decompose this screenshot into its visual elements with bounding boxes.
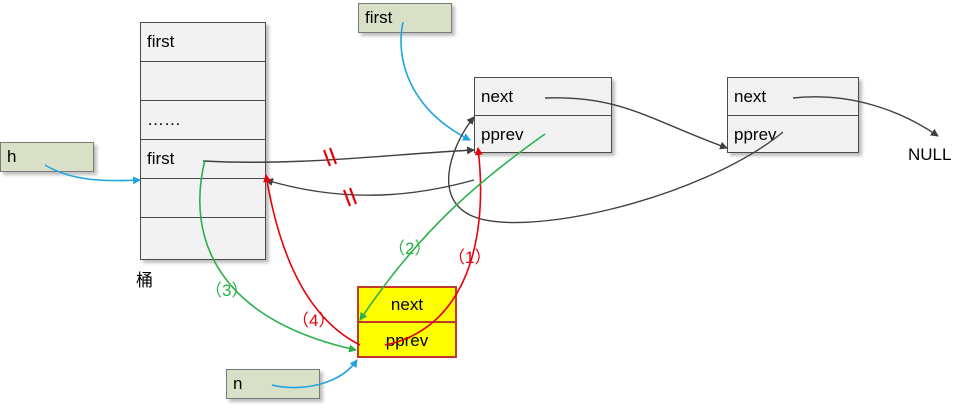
step-2-arrow xyxy=(359,133,546,321)
break-mark-bottom xyxy=(342,187,358,207)
new-node-pprev-field: pprev xyxy=(385,330,429,350)
step-3-label: （3） xyxy=(205,281,249,300)
null-terminator: NULL xyxy=(908,145,952,164)
first-pointer-label: first xyxy=(358,3,452,33)
node2-next-to-null-link xyxy=(792,96,939,137)
bucket-first-to-node1-link xyxy=(202,146,475,163)
node2-pprev-to-node1-link xyxy=(448,116,784,224)
n-pointer-label: n xyxy=(226,369,320,399)
list-node-1: next pprev xyxy=(474,77,612,153)
node1-pprev-field: pprev xyxy=(481,125,524,144)
step-4-label: （4） xyxy=(292,311,336,330)
node2-pprev-field: pprev xyxy=(734,125,777,144)
bucket-cell-first-target: first xyxy=(141,140,265,179)
node1-next-to-node2-link xyxy=(544,97,728,150)
first-to-node1-arrow xyxy=(400,21,471,141)
bucket-cell-ellipsis: …… xyxy=(141,101,265,140)
step-1-label: （1） xyxy=(448,248,492,267)
step-2-label: （2） xyxy=(388,239,432,258)
bucket-cell-first: first xyxy=(141,23,265,62)
break-mark-top xyxy=(322,147,338,167)
new-node: next pprev xyxy=(357,286,457,358)
node1-pprev-to-bucket-link xyxy=(265,178,475,196)
bucket-cell-empty xyxy=(141,179,265,218)
step-4-arrow xyxy=(263,174,361,346)
node1-next-field: next xyxy=(475,78,611,116)
bucket-array: first …… first xyxy=(140,22,266,260)
step-1-arrow xyxy=(384,147,483,346)
step-3-arrow xyxy=(198,159,357,353)
list-node-2: next pprev xyxy=(727,77,859,153)
bucket-caption: 桶 xyxy=(136,271,153,290)
node2-next-field: next xyxy=(728,78,858,116)
h-to-bucket-arrow xyxy=(44,164,141,185)
bucket-cell-empty xyxy=(141,62,265,101)
n-to-newnode-arrow xyxy=(271,359,358,389)
new-node-next-field: next xyxy=(359,288,455,323)
